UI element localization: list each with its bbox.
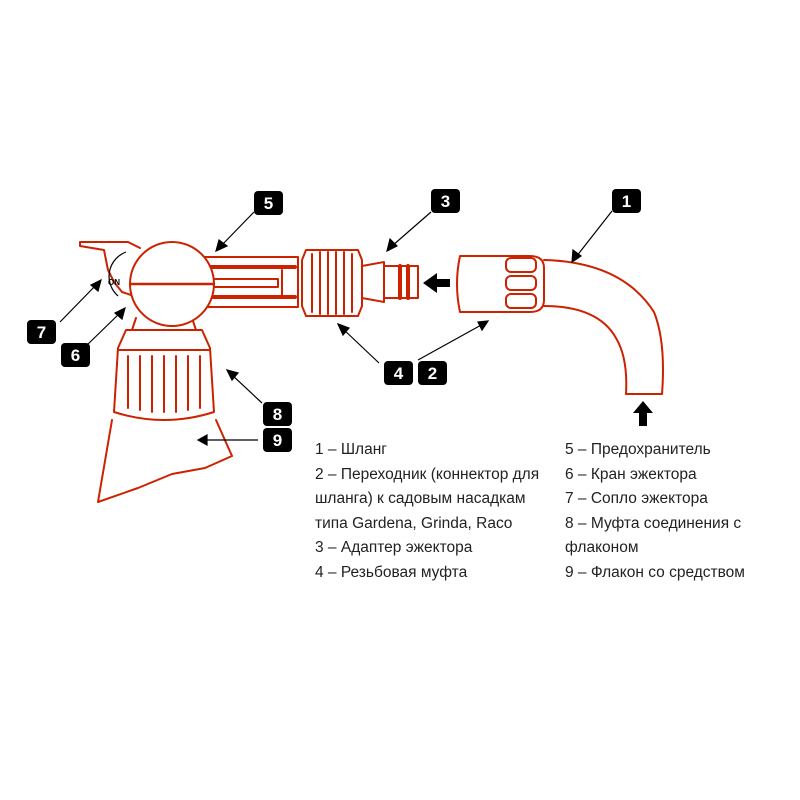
legend-right-column: 5 – Предохранитель 6 – Кран эжектора 7 –… bbox=[565, 438, 745, 585]
ejector-adapter bbox=[361, 261, 419, 303]
callout-badge-7: 7 bbox=[27, 320, 56, 344]
flow-arrow-left bbox=[423, 273, 450, 293]
switch-ring bbox=[108, 251, 127, 297]
callout-badge-5: 5 bbox=[254, 191, 283, 215]
hose bbox=[543, 259, 664, 395]
leader-line-2 bbox=[417, 323, 484, 361]
callout-badge-2: 2 bbox=[418, 361, 447, 385]
legend-item-7: 7 – Сопло эжектора bbox=[565, 490, 708, 507]
svg-text:5: 5 bbox=[264, 194, 273, 213]
callout-badge-8: 8 bbox=[263, 402, 292, 426]
leader-line-3 bbox=[391, 211, 432, 247]
legend-item-2-cont: шланга) к садовым насадкам bbox=[315, 490, 526, 507]
flow-arrow-up bbox=[633, 401, 653, 426]
legend-item-2-cont: типа Gardena, Grinda, Raco bbox=[315, 514, 513, 532]
leader-line-7 bbox=[59, 283, 98, 323]
leader-line-6 bbox=[85, 311, 122, 347]
svg-text:8: 8 bbox=[273, 405, 282, 424]
head-neck bbox=[131, 317, 197, 331]
legend-item-6: 6 – Кран эжектора bbox=[565, 465, 697, 483]
callout-badge-1: 1 bbox=[612, 189, 641, 213]
svg-text:3: 3 bbox=[441, 192, 450, 211]
threaded-coupling bbox=[301, 249, 363, 317]
bottle-outline bbox=[97, 419, 233, 503]
leader-line-8 bbox=[230, 373, 263, 404]
legend-item-4: 4 – Резьбовая муфта bbox=[315, 563, 468, 581]
callout-badge-6: 6 bbox=[61, 343, 90, 367]
legend-item-1: 1 – Шланг bbox=[315, 441, 387, 458]
svg-text:7: 7 bbox=[37, 323, 46, 342]
svg-text:2: 2 bbox=[428, 364, 437, 383]
legend-item-9: 9 – Флакон со средством bbox=[565, 563, 745, 581]
callout-badge-4: 4 bbox=[384, 361, 413, 385]
legend-item-3: 3 – Адаптер эжектора bbox=[315, 539, 473, 556]
leader-line-1 bbox=[575, 210, 613, 258]
nozzle bbox=[79, 241, 141, 297]
svg-text:9: 9 bbox=[273, 431, 282, 450]
leader-line-4 bbox=[341, 327, 380, 364]
callout-badge-3: 3 bbox=[431, 189, 460, 213]
legend-item-2: 2 – Переходник (коннектор для bbox=[315, 465, 540, 483]
svg-text:6: 6 bbox=[71, 346, 80, 365]
svg-text:1: 1 bbox=[622, 192, 631, 211]
legend-item-8: 8 – Муфта соединения с bbox=[565, 514, 742, 532]
legend-item-8-cont: флаконом bbox=[565, 539, 639, 556]
switch-on-label: ON bbox=[108, 278, 120, 287]
hose-connector bbox=[456, 255, 545, 313]
bottle-coupling bbox=[113, 329, 215, 421]
legend-item-5: 5 – Предохранитель bbox=[565, 441, 711, 458]
legend-left-column: 1 – Шланг 2 – Переходник (коннектор для … bbox=[315, 438, 539, 585]
svg-text:4: 4 bbox=[394, 364, 404, 383]
leader-line-5 bbox=[219, 211, 255, 248]
callout-badge-9: 9 bbox=[263, 428, 292, 452]
valve-head bbox=[129, 241, 215, 327]
